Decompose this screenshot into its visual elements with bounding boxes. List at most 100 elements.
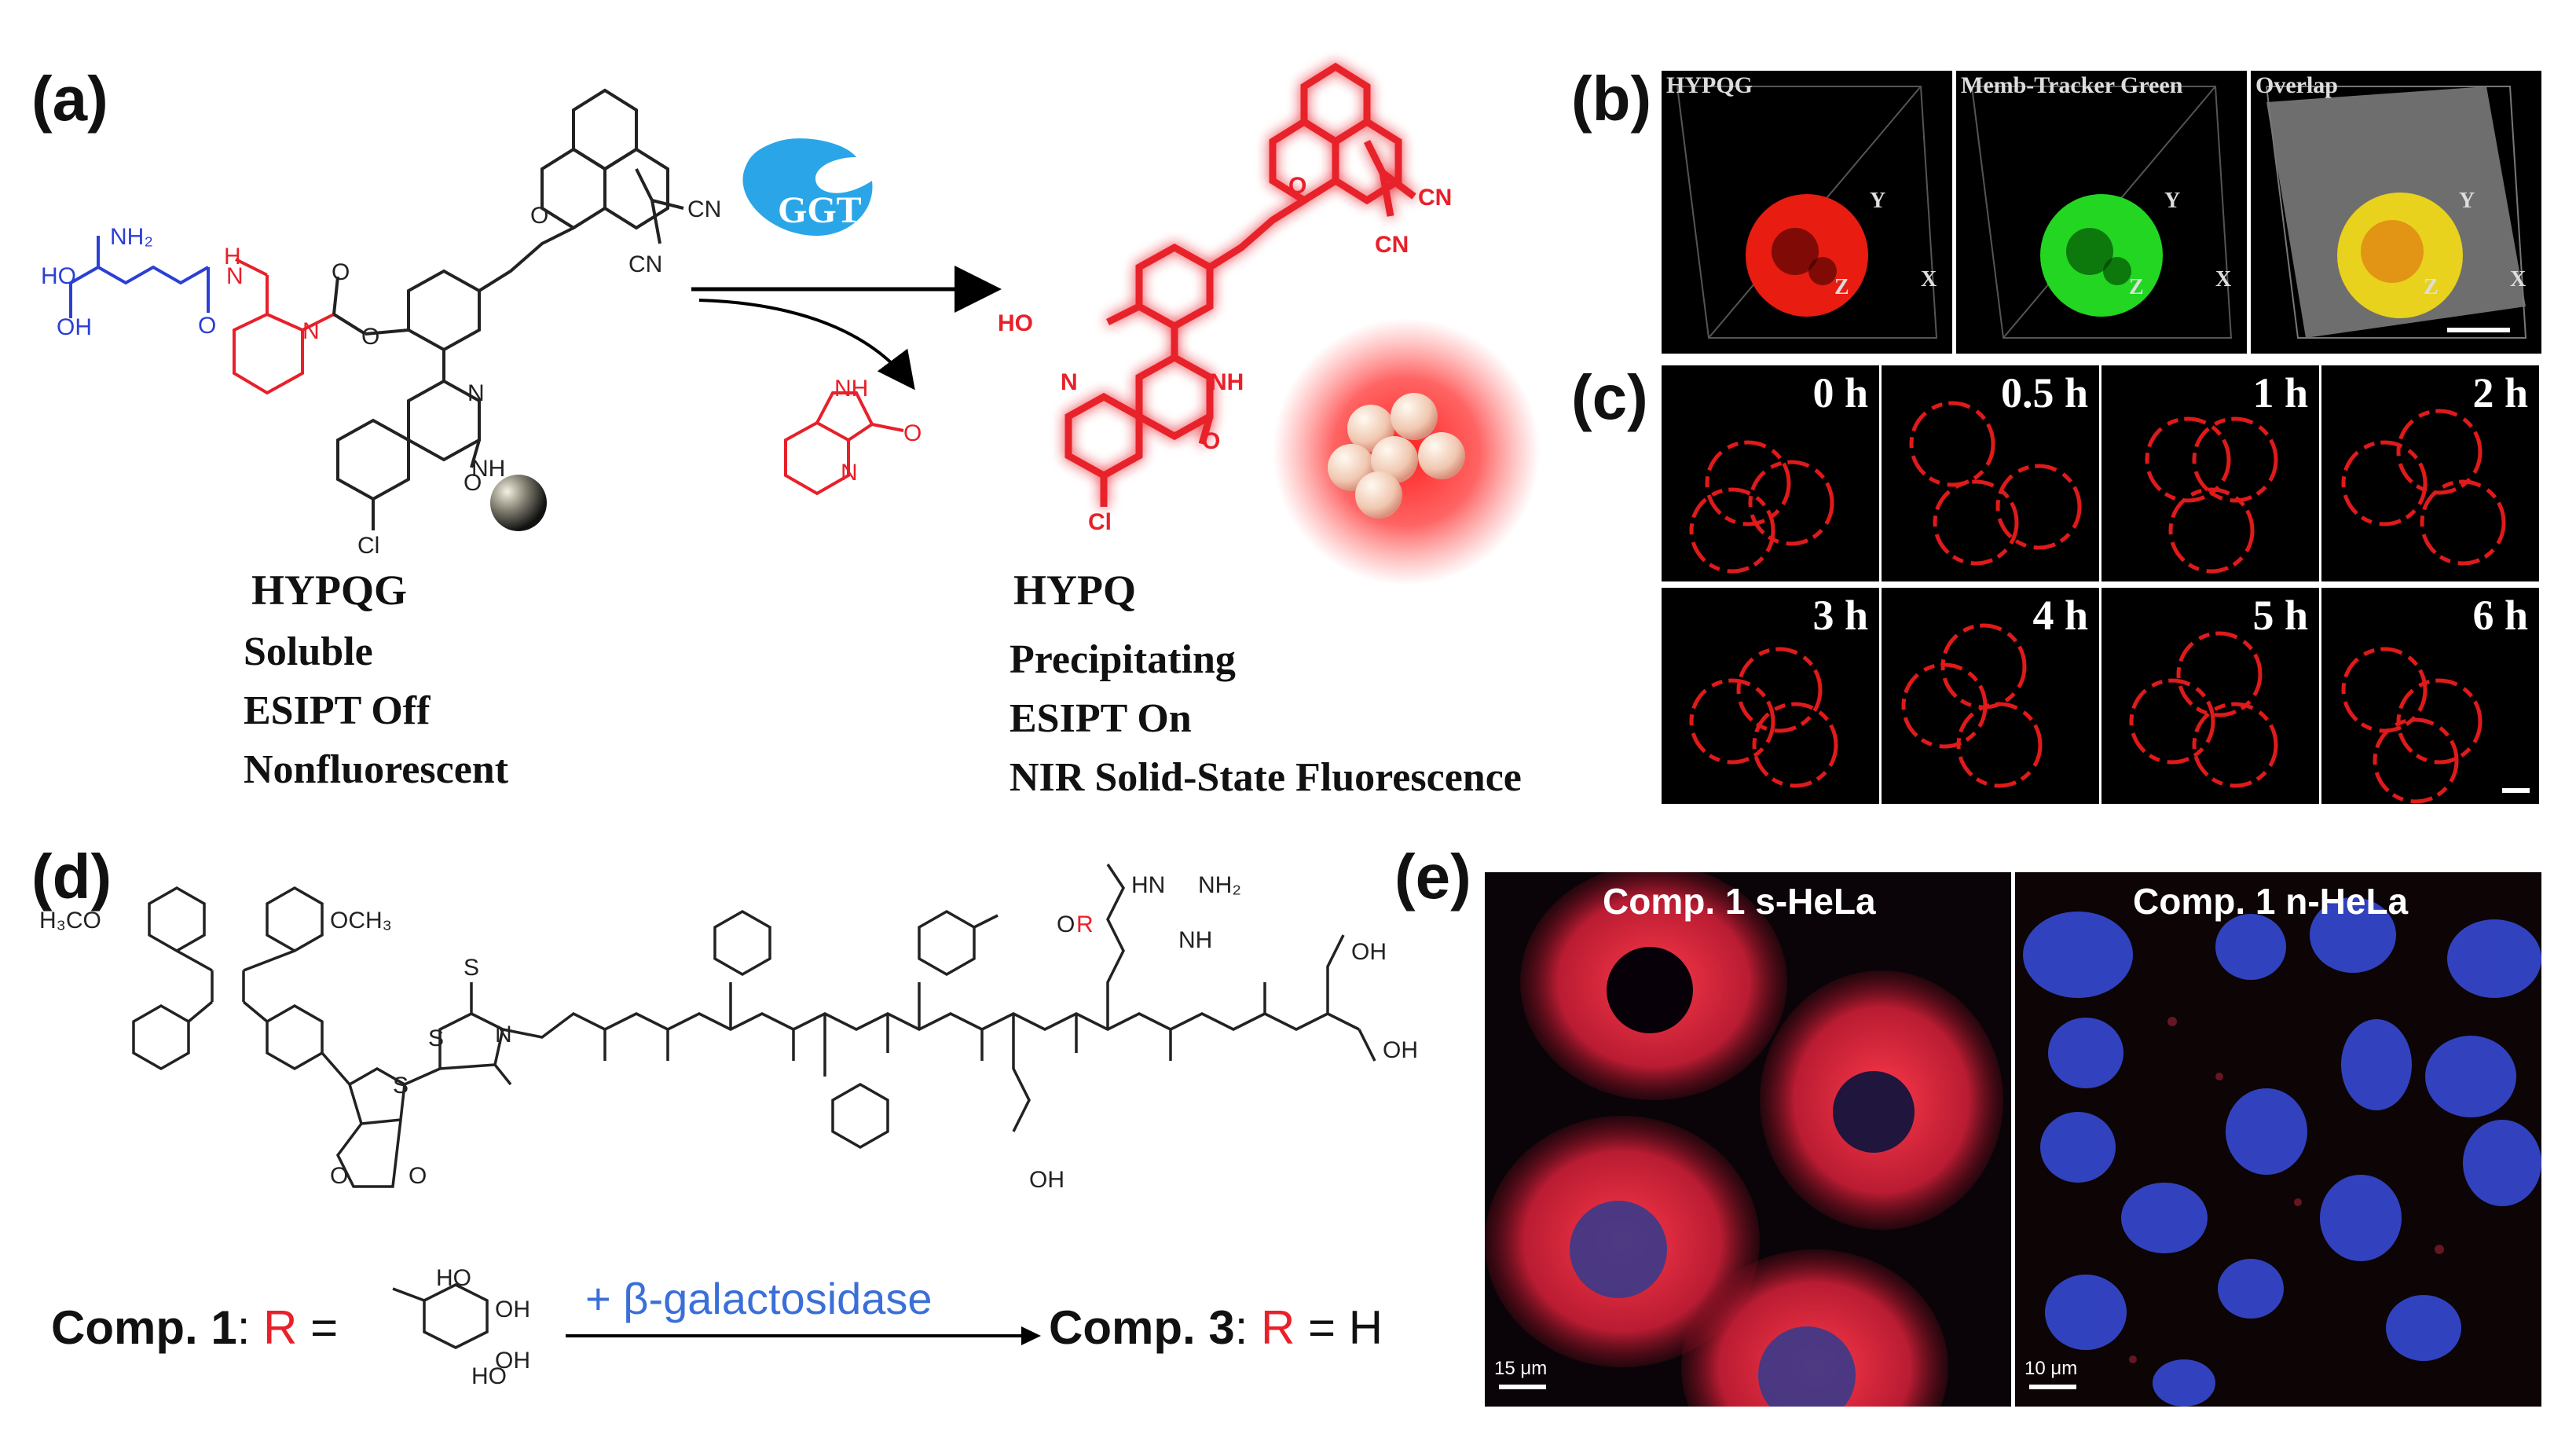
panel-label-e: (e) — [1394, 842, 1471, 912]
hypqg-prop: Nonfluorescent — [244, 747, 509, 792]
atom-label: CN — [1375, 232, 1409, 258]
cell-membrane-ring — [1901, 662, 1988, 749]
panel-c-image: 2 h — [2321, 365, 2539, 581]
panel-c-image: 4 h — [1882, 588, 2099, 804]
comp3-name: Comp. 3 — [1049, 1301, 1235, 1354]
atom-label: N — [1061, 369, 1078, 395]
aggregate-spheres-icon — [1328, 393, 1465, 519]
hypqg-prop: Soluble — [244, 629, 373, 674]
panel-a-structures — [69, 62, 1540, 585]
atom-label: HO — [471, 1363, 507, 1389]
cell-membrane-ring — [1748, 460, 1834, 546]
panel-e-right-title: Comp. 1 n-HeLa — [2133, 881, 2409, 922]
atom-label: N — [302, 318, 320, 344]
atom-label: OH — [57, 314, 92, 340]
atom-label: O — [1202, 428, 1221, 454]
axis-label: Z — [2424, 275, 2439, 299]
time-label: 5 h — [2252, 592, 2308, 639]
panel-label-d: (d) — [31, 842, 112, 912]
atom-label: OH — [1029, 1167, 1064, 1193]
atom-label: S — [393, 1073, 409, 1099]
hypq-prop: NIR Solid-State Fluorescence — [1010, 755, 1522, 800]
panel-label-b: (b) — [1571, 64, 1652, 134]
atom-label: N — [841, 460, 858, 486]
cell-membrane-ring — [1909, 401, 1995, 487]
hypqg-structure — [69, 88, 684, 530]
panel-c-image: 6 h — [2321, 588, 2539, 804]
atom-label-r: R — [1076, 912, 1094, 937]
atom-label: N — [467, 380, 485, 406]
cell-membrane-ring — [1689, 487, 1775, 574]
panel-c-image: 3 h — [1662, 588, 1879, 804]
panel-c-image: 1 h — [2101, 365, 2319, 581]
cell-membrane-ring — [2129, 678, 2215, 765]
cell-membrane-ring — [2168, 487, 2255, 574]
atom-label: O — [464, 470, 482, 496]
comp1-name: Comp. 1 — [51, 1301, 237, 1354]
comp3-formula: Comp. 3: R = H — [1049, 1301, 1383, 1354]
atom-label: Cl — [357, 533, 380, 559]
hypq-structure — [1064, 62, 1416, 507]
panel-b-image-3: Overlap Y Z X — [2251, 71, 2541, 354]
scale-bar-label: 15 μm — [1494, 1358, 1548, 1379]
atom-label: H — [224, 244, 241, 270]
axis-label: X — [2215, 267, 2232, 292]
atom-label: OH — [495, 1297, 530, 1322]
atom-label: Cl — [1088, 509, 1112, 535]
atom-label: NH — [471, 456, 506, 482]
atom-label: HO — [436, 1265, 471, 1291]
atom-label: CN — [1418, 185, 1453, 211]
cell-membrane-ring — [2396, 678, 2483, 765]
cell-membrane-ring — [1933, 479, 2019, 566]
time-label: 2 h — [2472, 369, 2528, 416]
enzyme-icon — [742, 138, 873, 236]
hypqg-prop: ESIPT Off — [244, 688, 431, 733]
cell-membrane-ring — [1736, 647, 1823, 733]
panel-b-title: Memb-Tracker Green — [1961, 72, 2183, 98]
atom-label: N — [495, 1022, 512, 1047]
cell-membrane-ring — [2176, 631, 2263, 717]
comp1-formula: Comp. 1: R = — [51, 1301, 339, 1354]
hypq-name: HYPQ — [1013, 567, 1136, 614]
panel-b-image-2: Memb-Tracker Green Y Z X — [1956, 71, 2247, 354]
cell-membrane-ring — [1705, 440, 1791, 526]
panel-e-right-image: Comp. 1 n-HeLa 10 μm — [2015, 872, 2541, 1407]
atom-label: S — [428, 1025, 445, 1051]
atom-label: CN — [687, 196, 722, 222]
cell-membrane-ring — [1995, 464, 2082, 550]
atom-label: O — [1288, 173, 1307, 199]
cell-membrane-ring — [2373, 717, 2459, 804]
panel-label-a: (a) — [31, 64, 108, 134]
axis-label: Y — [2459, 189, 2475, 213]
atom-label: O — [1057, 912, 1075, 937]
atom-label: S — [464, 955, 480, 981]
atom-label: NH — [834, 376, 869, 402]
atom-label: O — [530, 203, 549, 229]
cell-membrane-ring — [1956, 702, 2043, 788]
axis-label: Y — [2164, 189, 2181, 213]
panel-b-title: HYPQG — [1666, 72, 1753, 98]
panel-e-left-title: Comp. 1 s-HeLa — [1603, 881, 1876, 922]
time-label: 1 h — [2252, 369, 2308, 416]
hypq-prop: Precipitating — [1010, 637, 1236, 682]
atom-label: HN — [1131, 872, 1166, 898]
cell-membrane-ring — [1752, 702, 1838, 788]
panel-e-left-image: Comp. 1 s-HeLa 15 μm — [1485, 872, 2011, 1407]
atom-label: O — [409, 1163, 427, 1189]
panel-c-image: 0.5 h — [1882, 365, 2099, 581]
hypqg-name: HYPQG — [251, 567, 407, 614]
atom-label: HO — [41, 263, 76, 289]
axis-label: Z — [1834, 275, 1849, 299]
panel-label-c: (c) — [1571, 362, 1648, 432]
r-equals: = — [310, 1301, 339, 1354]
time-label: 3 h — [1812, 592, 1868, 639]
atom-label: O — [361, 324, 380, 350]
cell-membrane-ring — [1689, 678, 1775, 765]
cell-membrane-ring — [2192, 702, 2278, 788]
atom-label: OH — [495, 1348, 530, 1374]
cell-membrane-ring — [2420, 479, 2506, 566]
axis-label: X — [2510, 267, 2527, 292]
atom-label: CN — [628, 251, 663, 277]
atom-label: NH — [1210, 369, 1244, 395]
